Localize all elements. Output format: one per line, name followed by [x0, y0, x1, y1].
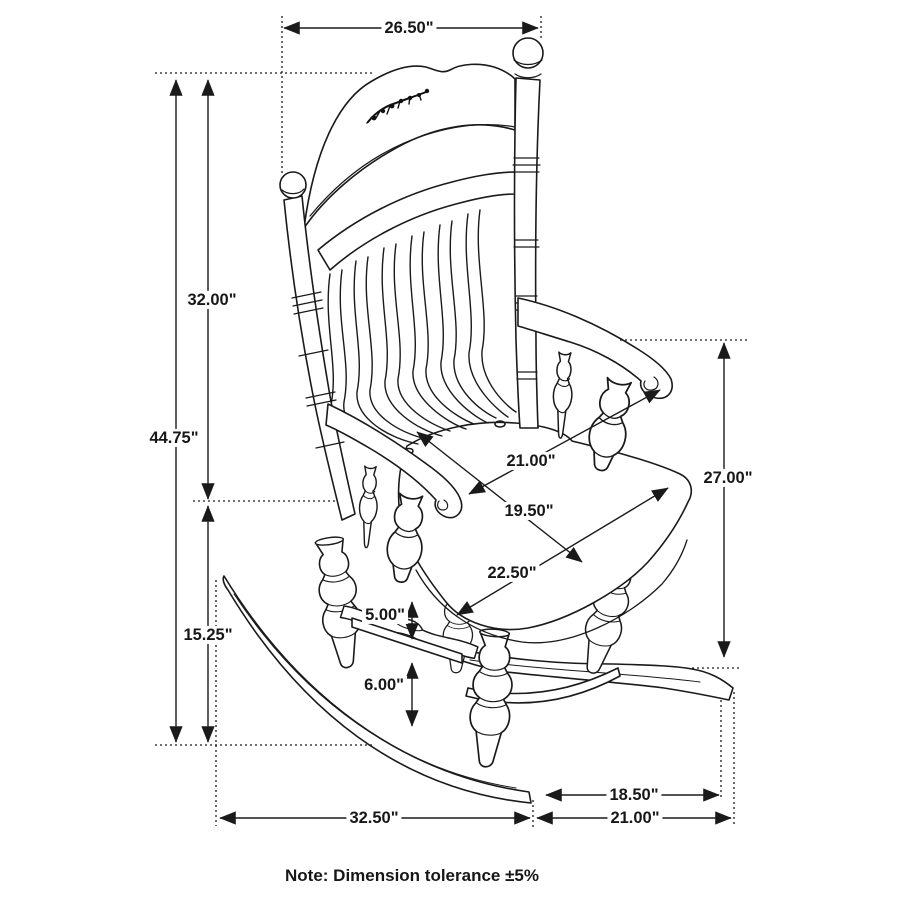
dim-line-seat-front-width: [456, 487, 669, 616]
dim-label-back-height: 32.00": [184, 290, 240, 310]
floral-carving-motif: [366, 88, 430, 124]
dim-label-seat-width: 21.00": [503, 451, 559, 471]
dim-label-top-width: 26.50": [381, 18, 437, 38]
rocker-near: [222, 575, 532, 804]
tolerance-note: Note: Dimension tolerance ±5%: [285, 866, 539, 885]
extension-lines: [155, 16, 747, 827]
dim-label-seat-front-width: 22.50": [484, 563, 540, 583]
back-post-right: [512, 37, 544, 429]
dim-label-overall-height: 44.75": [146, 428, 202, 448]
back-post-left: [279, 171, 356, 521]
dim-label-rocker-span-right: 21.00": [607, 808, 663, 828]
dim-label-rocker-length: 32.50": [346, 808, 402, 828]
dimension-lines: [155, 16, 747, 827]
dim-label-seat-height: 15.25": [180, 625, 236, 645]
armrest-right: [517, 297, 673, 400]
stretcher-rear: [351, 617, 463, 664]
dim-label-rocker-rear-offset: 18.50": [606, 785, 662, 805]
arm-spindle-left: [356, 465, 380, 549]
arm-spindle-right: [550, 351, 575, 440]
leg-rear-left: [310, 534, 368, 671]
dim-label-seat-depth: 19.50": [501, 501, 557, 521]
dim-label-stretcher-to-rocker: 6.00": [361, 675, 407, 695]
dim-label-arm-height: 27.00": [700, 468, 756, 488]
crest-rail: [303, 63, 516, 229]
dim-label-seat-to-stretcher: 5.00": [362, 605, 408, 625]
back-mid-rail: [317, 171, 516, 271]
